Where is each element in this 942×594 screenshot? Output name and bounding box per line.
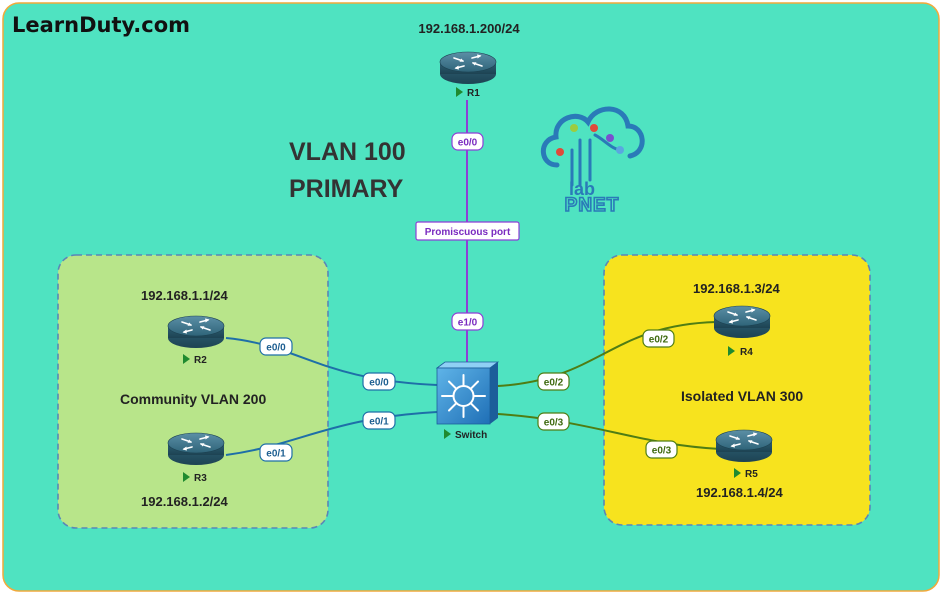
r2-ip: 192.168.1.1/24 [141,288,229,303]
port-label-sw-e0-0: e0/0 [369,378,389,389]
link-r2-switch[interactable] [225,337,438,386]
port-badge-sw-e0-0[interactable] [362,372,396,391]
pnet-lab-subtext: lab [569,179,595,199]
port-label-sw-e0-2: e0/2 [544,378,564,389]
community-zone [57,254,329,529]
port-label-sw-e0-3: e0/3 [544,418,564,429]
r5-router-icon[interactable] [715,429,773,463]
port-label-sw-e0-1: e0/1 [369,417,389,428]
port-label-r1-e0-0: e0/0 [458,138,478,149]
switch-name: Switch [455,430,487,441]
port-badge-sw-e0-1[interactable] [362,411,396,430]
port-badge-r1-e0-0[interactable] [451,132,484,151]
r5-ip: 192.168.1.4/24 [696,485,784,500]
port-label-r4-e0-2: e0/2 [649,335,669,346]
port-badge-sw-e1-0[interactable] [451,312,484,331]
vlan-primary-line1: VLAN 100 [289,138,406,166]
switch-icon[interactable] [435,361,500,425]
promiscuous-port-label: Promiscuous port [425,227,511,238]
isolated-zone-label: Isolated VLAN 300 [681,388,803,404]
r4-ip: 192.168.1.3/24 [693,281,781,296]
port-badge-r2-e0-0[interactable] [259,337,293,356]
r4-status-icon [728,346,735,356]
r5-name: R5 [745,469,758,480]
r3-router-icon[interactable] [167,432,225,466]
port-label-r5-e0-3: e0/3 [652,446,672,457]
r4-router-icon[interactable] [713,305,771,339]
port-badge-sw-e0-2[interactable] [537,372,570,391]
port-badge-sw-e0-3[interactable] [537,412,570,431]
port-label-r3-e0-1: e0/1 [266,449,286,460]
port-label-sw-e1-0: e1/0 [458,318,478,329]
r1-ip: 192.168.1.200/24 [418,21,520,36]
r5-status-icon [734,468,741,478]
community-zone-label: Community VLAN 200 [120,391,266,407]
port-label-r2-e0-0: e0/0 [266,343,286,354]
pnet-logo-text: PNET [565,195,620,216]
r1-name: R1 [467,88,480,99]
link-switch-r4[interactable] [497,321,717,387]
port-badge-r4-e0-2[interactable] [642,329,675,348]
r1-status-icon [456,87,463,97]
site-title: LearnDuty.com [12,13,190,37]
port-badge-r5-e0-3[interactable] [645,440,678,459]
r3-status-icon [183,472,190,482]
r2-status-icon [183,354,190,364]
r2-name: R2 [194,355,207,366]
r3-name: R3 [194,473,207,484]
promiscuous-port-badge [415,221,520,241]
pnet-lab-logo: lab PNET [540,106,645,217]
vlan-primary-line2: PRIMARY [289,175,404,203]
r2-router-icon[interactable] [167,315,225,349]
r3-ip: 192.168.1.2/24 [141,494,229,509]
link-switch-r5[interactable] [497,413,721,450]
r1-router-icon[interactable] [439,51,497,85]
link-r3-switch[interactable] [225,411,438,456]
r4-name: R4 [740,347,753,358]
switch-status-icon [444,429,451,439]
port-badge-r3-e0-1[interactable] [259,443,293,462]
